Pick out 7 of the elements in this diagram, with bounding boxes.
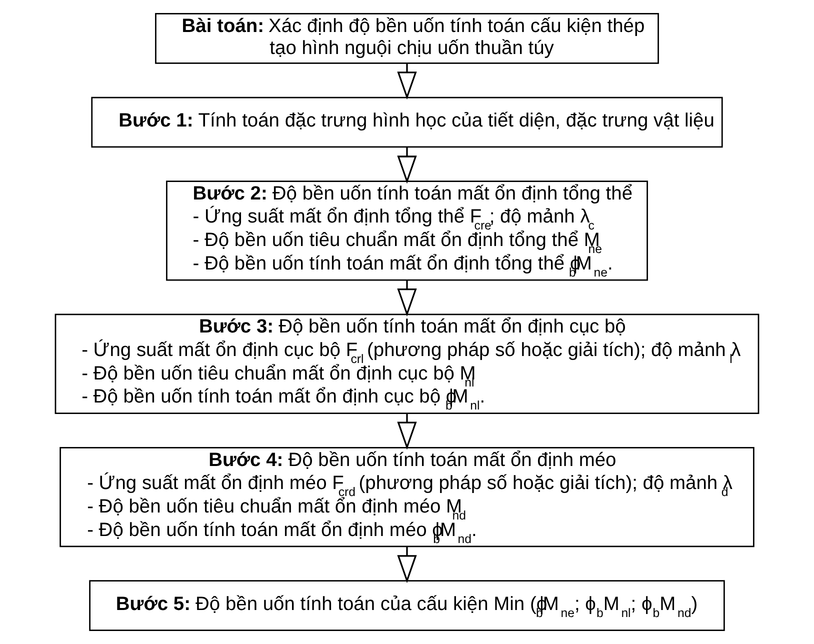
node-box: Bước 1: Tính toán đặc trưng hình học của tiết diện, đặc trưng vật liệu <box>91 96 723 148</box>
arrow <box>397 413 417 450</box>
arrow <box>397 147 417 184</box>
node-box: Bài toán: Xác định độ bền uốn tính toán cấu kiện thép tạo hình nguội chịu uốn thuần túy <box>155 13 659 64</box>
arrow <box>397 280 417 317</box>
arrow <box>397 546 417 584</box>
arrow <box>397 63 417 100</box>
